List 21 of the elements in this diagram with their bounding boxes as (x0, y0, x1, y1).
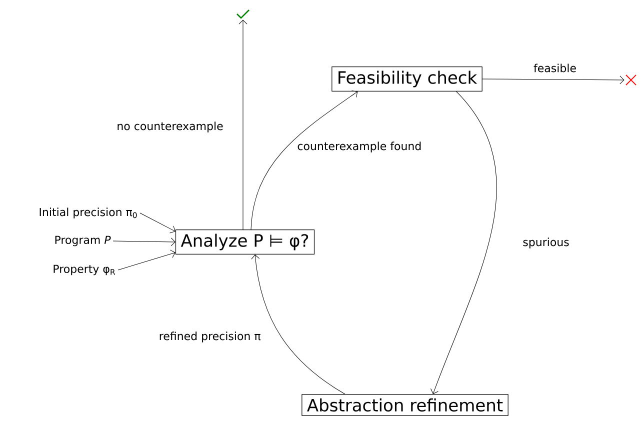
input-label: Program P (55, 236, 111, 246)
process-box: Feasibility check (332, 66, 482, 92)
input-label: Property φ$_{R}$ (54, 264, 116, 276)
edge-label: no counterexample (116, 120, 224, 134)
arrow (430, 91, 497, 394)
edge-label: spurious (522, 236, 570, 250)
arrow (118, 250, 176, 270)
checkmark-symbol (236, 10, 250, 19)
arrow (251, 254, 346, 394)
arrow (112, 238, 176, 246)
input-label: Initial precision π$_{0}$ (40, 208, 137, 218)
edge-label: counterexample found (296, 140, 423, 154)
arrow (238, 20, 248, 230)
process-box: Analyze P ⊨ φ? (175, 229, 315, 255)
edge-label: feasible (532, 62, 578, 74)
edge-label: refined precision π (158, 330, 262, 344)
arrow (250, 90, 358, 230)
arrow (482, 76, 624, 84)
arrow (140, 212, 176, 234)
process-box: Abstraction refinement (302, 394, 508, 416)
cross-symbol (626, 74, 636, 86)
